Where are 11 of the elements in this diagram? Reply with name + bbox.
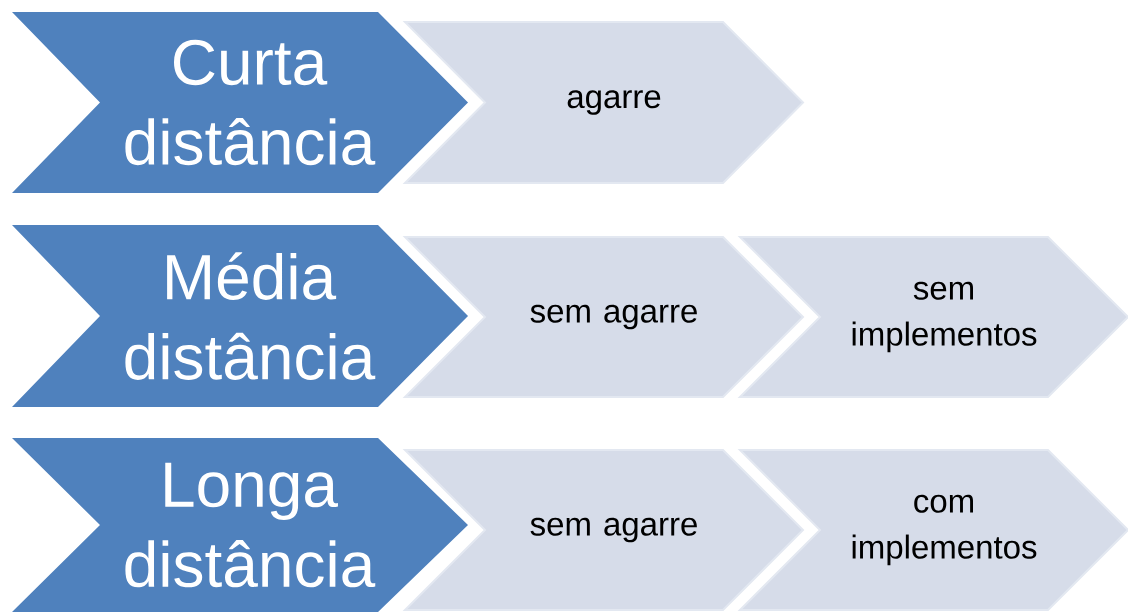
node-label: sem agarre: [530, 517, 697, 543]
category-box: Curta distância: [12, 12, 468, 193]
category-box: Média distância: [12, 225, 468, 407]
process-step-box: sem implementos: [737, 236, 1128, 398]
process-step-box: sem agarre: [402, 449, 805, 611]
node-label: com implementos: [852, 494, 1037, 566]
node-label: sem implementos: [852, 281, 1037, 353]
process-step-box: com implementos: [737, 449, 1128, 611]
process-step-box: sem agarre: [402, 236, 805, 398]
category-box: Longa distância: [12, 438, 468, 612]
process-step-box: agarre: [402, 21, 805, 184]
